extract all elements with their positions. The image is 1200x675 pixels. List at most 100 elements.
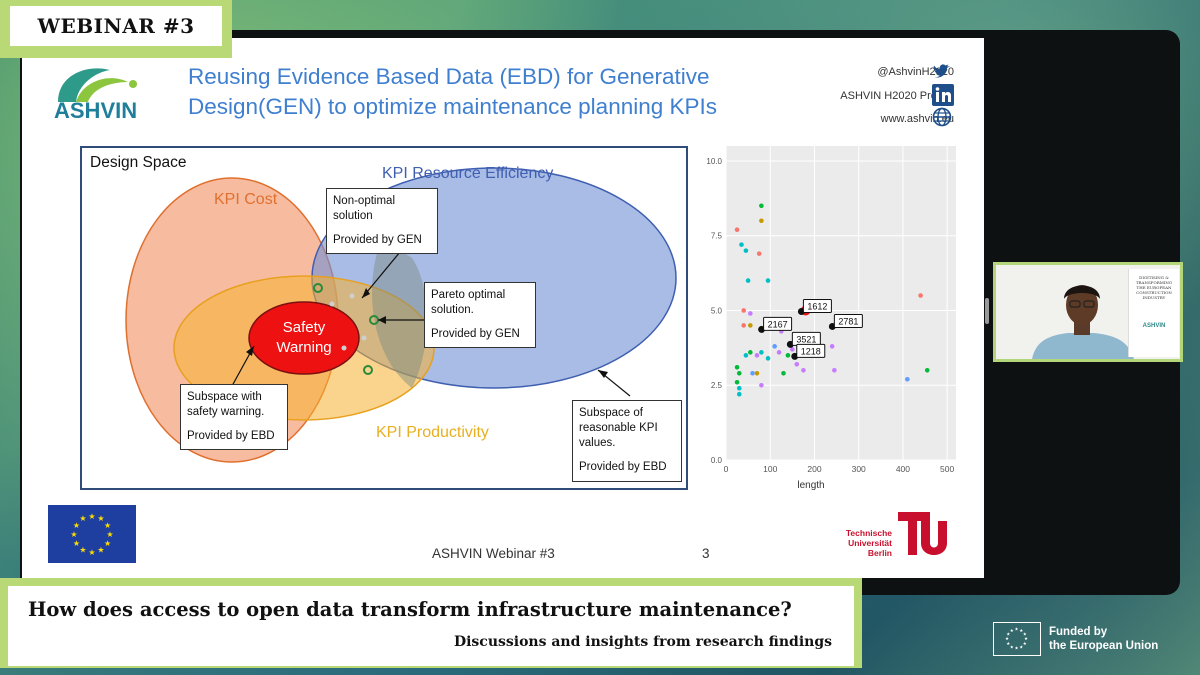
- data-point: [785, 353, 791, 358]
- tu-berlin-logo: berlin: [898, 512, 952, 555]
- twitter-icon: [933, 64, 950, 78]
- eu-star-icon: ★: [73, 539, 80, 548]
- data-point: [772, 344, 777, 349]
- design-space-label: Design Space: [90, 154, 187, 171]
- eu-star-icon: ★: [1024, 636, 1029, 641]
- poster-line: INDUSTRY: [1142, 295, 1166, 300]
- y-tick-label: 2.5: [711, 381, 723, 390]
- data-point: [734, 364, 740, 370]
- ashvin-logo-text: ASHVIN: [54, 98, 137, 123]
- eu-star-icon: ★: [88, 548, 95, 557]
- eu-flag-outline-icon: ★★★★★★★★★★★★: [993, 622, 1041, 656]
- slide-page-number: 3: [702, 546, 710, 561]
- tu-vertical-text: berlin: [946, 516, 952, 533]
- tu-line3: Berlin: [867, 548, 892, 558]
- eu-star-icon: ★: [73, 521, 80, 530]
- linkedin-icon: [932, 84, 954, 106]
- design-space-diagram: Design Space KPI Cost KPI Resource Effic…: [80, 146, 688, 490]
- data-point: [736, 391, 742, 397]
- callout-text: reasonable KPI: [579, 422, 658, 434]
- poster-line: DIGITISING &: [1139, 275, 1169, 280]
- kpi-productivity-label: KPI Productivity: [376, 424, 489, 441]
- data-point: [759, 350, 764, 355]
- chart-panel: [726, 146, 956, 460]
- slide-title-line2: Design(GEN) to optimize maintenance plan…: [188, 94, 718, 119]
- slide-title: Reusing Evidence Based Data (EBD) for Ge…: [188, 62, 788, 122]
- annotation-box: [802, 298, 832, 313]
- funded-line2: the European Union: [1049, 640, 1159, 652]
- callout-text: Provided by GEN: [333, 234, 422, 246]
- ashvin-logo: ASHVIN: [54, 68, 137, 123]
- panel-resize-handle[interactable]: [985, 298, 989, 324]
- data-point: [829, 344, 835, 349]
- lower-third-headline: How does access to open data transform i…: [28, 598, 792, 621]
- eu-star-icon: ★: [70, 530, 77, 539]
- x-tick-label: 300: [852, 464, 866, 474]
- eu-star-icon: ★: [104, 539, 111, 548]
- data-point: [754, 370, 760, 376]
- data-point: [759, 382, 764, 388]
- x-tick-label: 200: [807, 464, 821, 474]
- kpi-resource-label: KPI Resource Efficiency: [382, 165, 554, 182]
- annotation-label: 1218: [801, 346, 821, 356]
- funded-text: Funded by the European Union: [1049, 625, 1158, 653]
- data-point: [734, 379, 740, 385]
- solution-marker-1: [313, 283, 323, 293]
- data-point: [745, 278, 751, 283]
- data-point: [748, 311, 753, 316]
- data-point: [748, 350, 753, 355]
- eu-stars: ★★★★★★★★★★★★: [70, 512, 113, 557]
- linkedin-label: ASHVIN H2020 Project: [840, 90, 954, 102]
- y-tick-label: 7.5: [711, 232, 723, 241]
- callout-text: Pareto optimal: [431, 289, 506, 301]
- safety-warning-ellipse: [248, 301, 360, 375]
- participant-video-tile[interactable]: DIGITISING & TRANSFORMING THE EUROPEAN C…: [993, 262, 1183, 362]
- data-point: [905, 376, 910, 382]
- tu-line1: Technische: [845, 528, 892, 538]
- funded-line1: Funded by: [1049, 626, 1108, 638]
- data-point: [832, 367, 837, 373]
- y-tick-label: 10.0: [706, 157, 722, 166]
- eu-flag: ★★★★★★★★★★★★: [48, 505, 136, 563]
- eu-stars-small: ★★★★★★★★★★★★: [1005, 627, 1029, 651]
- poster-logo: ASHVIN: [1142, 323, 1166, 329]
- poster-line: CONSTRUCTION: [1136, 290, 1172, 295]
- y-tick-label: 5.0: [711, 306, 723, 315]
- webinar-badge: WEBINAR #3: [0, 0, 232, 58]
- safety-line1: Safety: [282, 319, 326, 336]
- annotation-label: 3521: [796, 334, 816, 344]
- callout-text: Provided by EBD: [579, 461, 667, 473]
- x-tick-label: 500: [940, 464, 954, 474]
- data-point: [743, 353, 749, 358]
- tu-berlin-name: Technische Universität Berlin: [840, 528, 892, 558]
- data-point: [924, 367, 930, 373]
- eu-star-icon: ★: [97, 514, 104, 523]
- poster-line: TRANSFORMING: [1135, 280, 1173, 285]
- callout-pareto: Pareto optimal solution. Provided by GEN: [424, 282, 536, 348]
- data-point: [736, 385, 742, 391]
- x-tick-label: 400: [896, 464, 910, 474]
- eu-star-icon: ★: [104, 521, 111, 530]
- slide-title-line1: Reusing Evidence Based Data (EBD) for Ge…: [188, 64, 710, 89]
- data-point: [741, 323, 746, 328]
- data-point: [754, 353, 760, 358]
- callout-text: Provided by EBD: [187, 430, 275, 442]
- data-point: [801, 367, 806, 373]
- callout-text: Non-optimal: [333, 195, 395, 207]
- callout-subspace-reasonable: Subspace of reasonable KPI values. Provi…: [572, 400, 682, 482]
- data-point: [756, 251, 762, 256]
- data-point: [736, 370, 742, 376]
- eu-star-icon: ★: [1023, 641, 1028, 646]
- eu-star-icon: ★: [1014, 646, 1019, 651]
- poster-line: THE EUROPEAN: [1136, 285, 1172, 290]
- callout-text: solution.: [431, 304, 474, 316]
- data-point: [794, 362, 800, 367]
- data-point: [759, 203, 764, 209]
- data-point: [748, 323, 753, 328]
- data-point: [739, 242, 744, 247]
- eu-star-icon: ★: [106, 530, 113, 539]
- annotation-label: 2167: [768, 319, 788, 329]
- callout-text: values.: [579, 437, 616, 449]
- eu-star-icon: ★: [97, 545, 104, 554]
